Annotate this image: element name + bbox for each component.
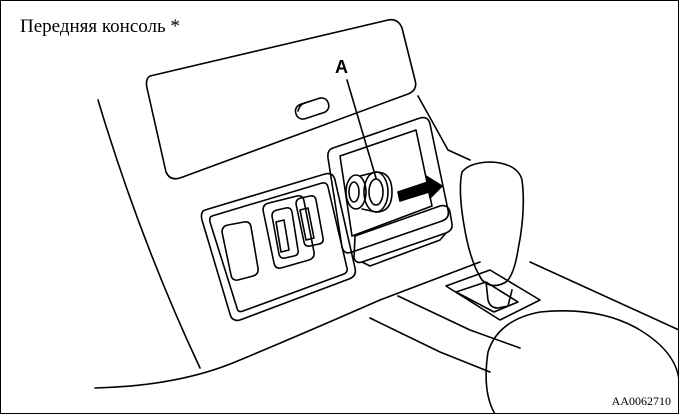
cigarette-lighter	[346, 172, 392, 212]
console-switch-3	[296, 196, 323, 246]
dashboard-lower-edge	[418, 96, 470, 160]
console-switch-2	[263, 196, 314, 268]
dashboard-panel	[146, 20, 415, 179]
console-side-line	[98, 100, 200, 368]
figure-title: Передняя консоль *	[20, 16, 180, 38]
arrow-right-icon	[398, 176, 442, 201]
callout-label-a: A	[335, 57, 348, 78]
hazard-switch	[294, 96, 331, 121]
console-rail-bottom	[370, 318, 490, 372]
callout-leader-line	[347, 80, 376, 178]
console-switch-1	[222, 222, 258, 280]
figure-code: AA0062710	[612, 394, 671, 409]
gear-shift-knob	[460, 162, 523, 286]
console-rail-right	[530, 262, 679, 330]
console-base-line	[95, 262, 480, 388]
